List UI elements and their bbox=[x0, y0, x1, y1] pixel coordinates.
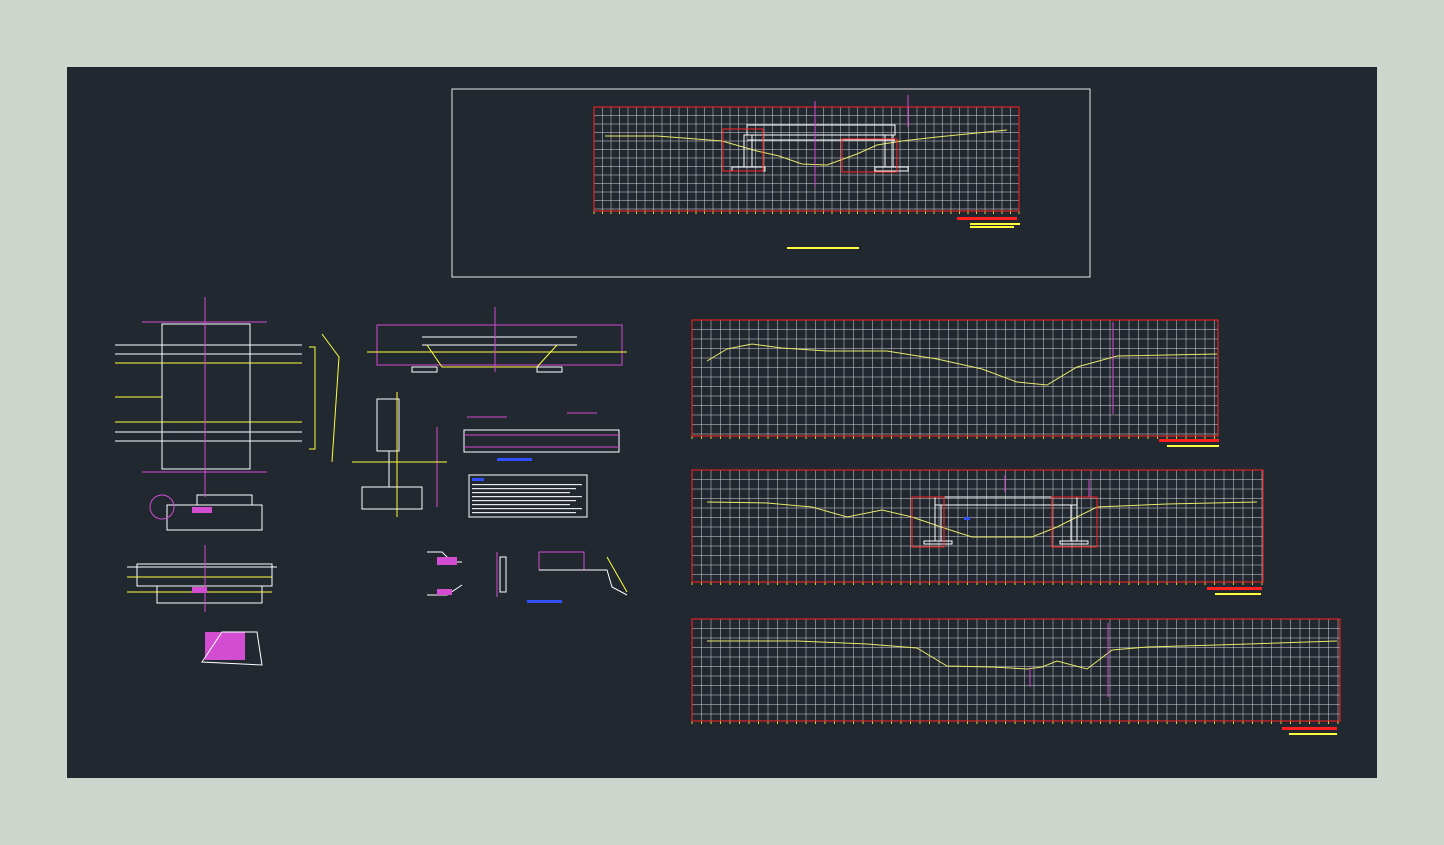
profile-3-drawing bbox=[691, 618, 1341, 735]
profile-3-grid bbox=[691, 619, 1340, 724]
abutment-section-detail bbox=[127, 545, 277, 666]
profile-3-ground-line bbox=[707, 640, 1338, 670]
note-line bbox=[472, 500, 576, 502]
note-line bbox=[472, 488, 576, 490]
profile-2-ground-line bbox=[706, 501, 1258, 538]
note-line bbox=[472, 492, 570, 494]
sheet-note-mark bbox=[787, 247, 859, 249]
profile-title-mark bbox=[957, 217, 1017, 220]
note-line bbox=[472, 484, 582, 486]
drawing-canvas[interactable] bbox=[67, 67, 1377, 778]
abutment-box-right bbox=[841, 138, 898, 173]
main-profile-drawing bbox=[593, 95, 1020, 249]
profile-1-frame bbox=[691, 319, 1219, 437]
profile-2-grid bbox=[691, 470, 1263, 585]
main-profile-grid bbox=[593, 107, 1020, 214]
bridge-plan-detail bbox=[115, 297, 340, 531]
wall-section-detail bbox=[352, 392, 447, 517]
sheet-frame bbox=[451, 88, 1091, 278]
note-line bbox=[472, 504, 570, 506]
general-notes-box bbox=[468, 474, 588, 518]
note-line bbox=[472, 508, 582, 510]
slab-rebar-detail bbox=[463, 412, 620, 461]
profile-1-grid bbox=[691, 320, 1218, 439]
bridge-structure bbox=[731, 124, 909, 172]
note-line bbox=[472, 496, 582, 498]
railing-detail bbox=[427, 551, 628, 603]
profile-2-drawing bbox=[691, 469, 1264, 595]
detail-hatch-magenta bbox=[205, 632, 245, 660]
note-line bbox=[472, 512, 576, 514]
bridge-elevation-detail bbox=[367, 307, 627, 373]
profile-1-drawing bbox=[691, 319, 1219, 447]
profile-2-frame bbox=[691, 469, 1264, 583]
main-profile-frame bbox=[593, 106, 1020, 212]
abutment-box-left bbox=[722, 128, 764, 172]
profile-3-frame bbox=[691, 618, 1341, 722]
profile-1-ground-line bbox=[706, 343, 1218, 386]
cad-model-space[interactable] bbox=[67, 67, 1377, 778]
